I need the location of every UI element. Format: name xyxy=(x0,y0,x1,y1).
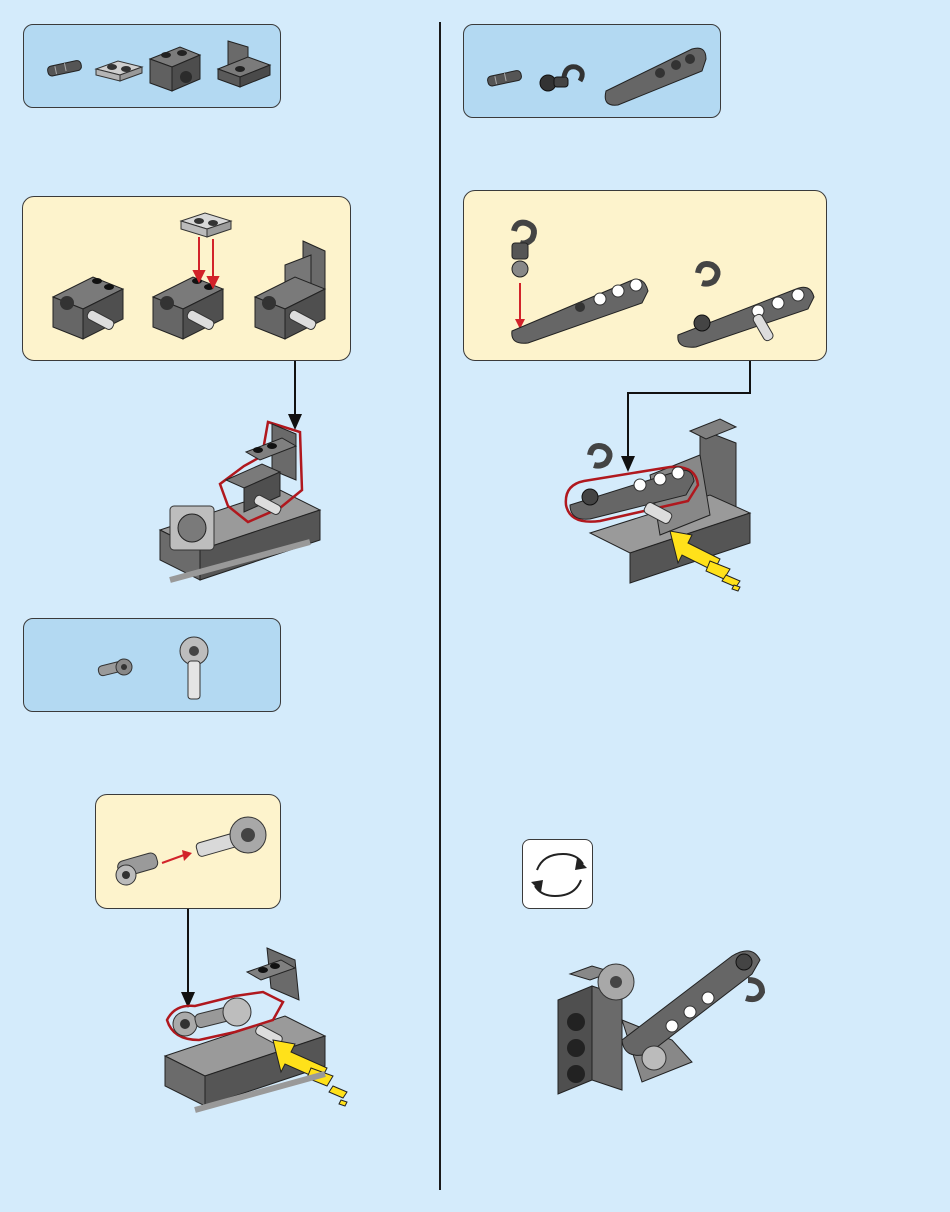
rotate-model-icon xyxy=(522,839,593,909)
rotate-arrows-icon xyxy=(523,840,594,910)
model-assembly-illustration xyxy=(552,930,772,1120)
model-assembly-illustration xyxy=(560,415,760,595)
